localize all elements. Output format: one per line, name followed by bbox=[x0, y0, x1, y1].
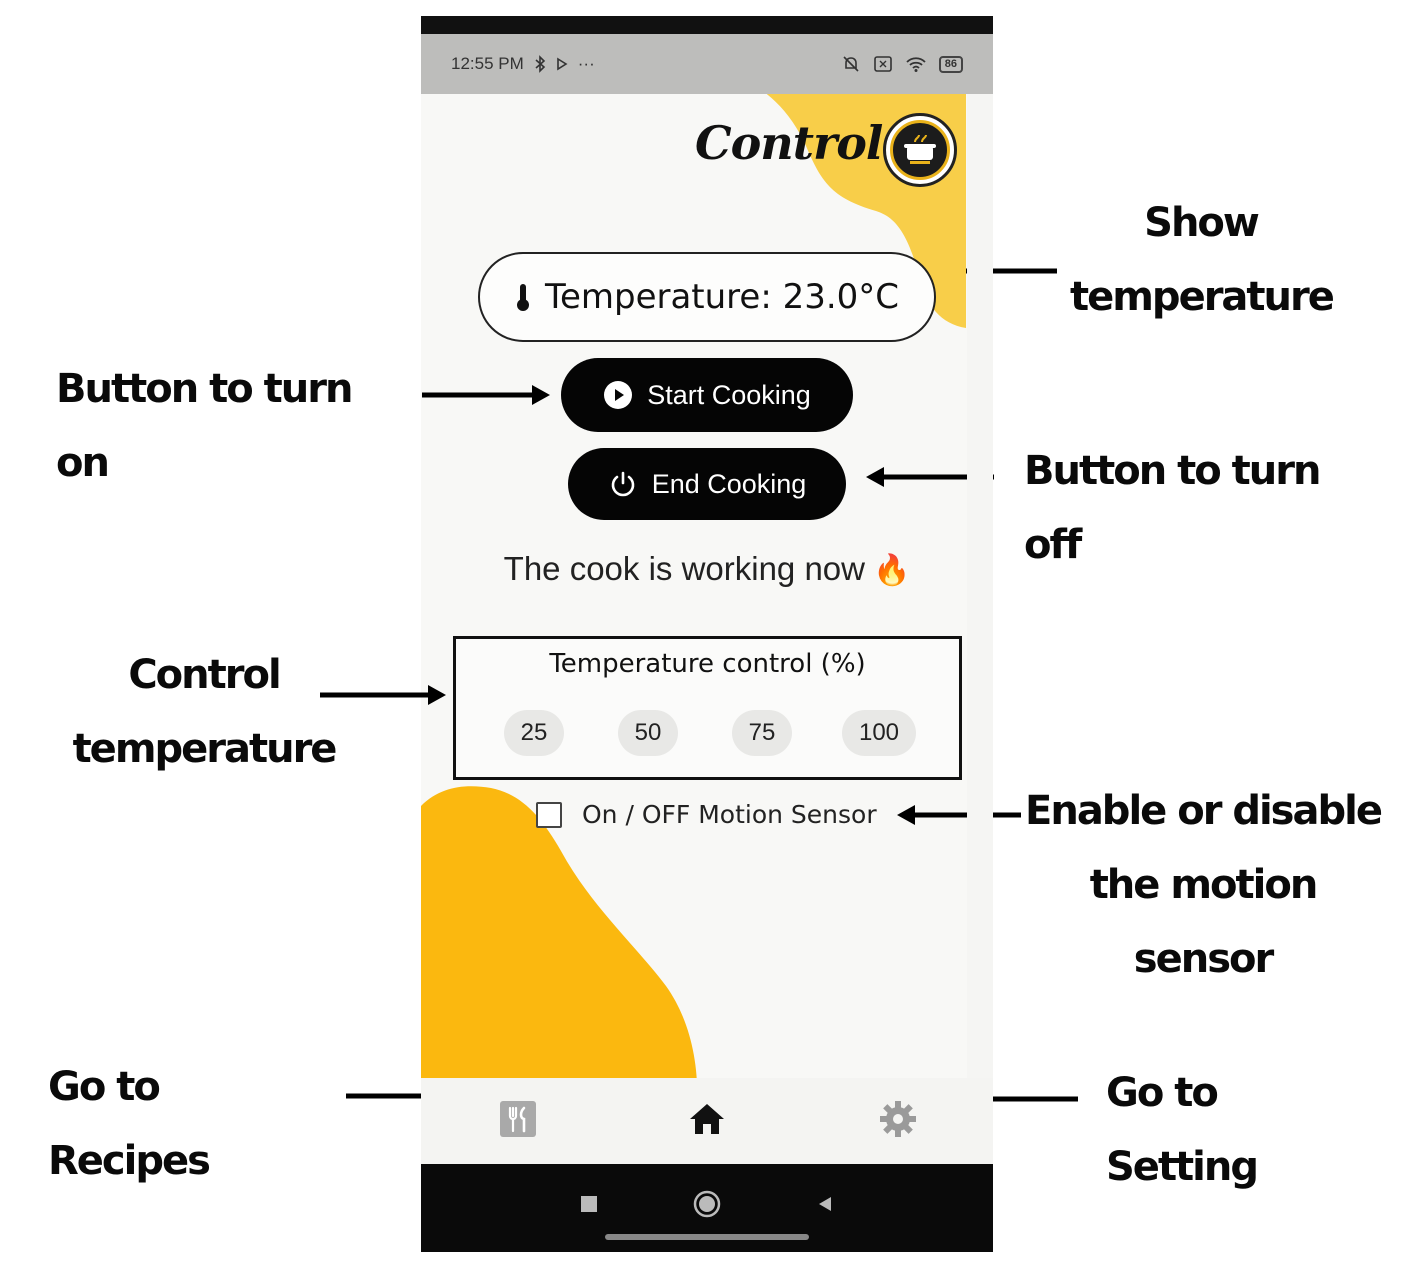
sim-icon bbox=[873, 56, 892, 72]
start-cooking-label: Start Cooking bbox=[647, 379, 811, 410]
motion-sensor-toggle[interactable]: On / OFF Motion Sensor bbox=[536, 800, 877, 829]
control-screen: Control Temperature: 23.0°C Start Cookin… bbox=[421, 16, 993, 1252]
temperature-display: Temperature: 23.0°C bbox=[478, 252, 936, 342]
annotation-show-temperature-line1: Show bbox=[1144, 200, 1260, 246]
annotation-motion-sensor-line2: the motion sensor bbox=[1089, 862, 1319, 982]
annotation-motion-sensor: Enable or disable the motion sensor bbox=[1018, 774, 1388, 996]
annotation-control-temperature: Control temperature bbox=[70, 638, 338, 786]
recents-button[interactable] bbox=[569, 1184, 609, 1224]
annotation-control-temperature-line2: temperature bbox=[72, 726, 338, 772]
play-icon bbox=[604, 381, 633, 409]
battery-icon: 86 bbox=[938, 55, 963, 73]
system-home-button[interactable] bbox=[687, 1184, 727, 1224]
back-icon bbox=[819, 1197, 831, 1211]
end-cooking-label: End Cooking bbox=[651, 468, 807, 499]
annotation-show-temperature: Show temperature bbox=[1070, 186, 1335, 334]
annotation-setting: Go to Setting bbox=[1106, 1070, 1259, 1190]
motion-sensor-checkbox[interactable] bbox=[536, 801, 562, 828]
cook-status: The cook is working now🔥 bbox=[421, 550, 993, 588]
recipes-icon bbox=[500, 1101, 536, 1137]
status-time: 12:55 PM bbox=[451, 54, 524, 73]
nav-recipes-button[interactable] bbox=[493, 1094, 543, 1144]
end-cooking-button[interactable]: End Cooking bbox=[568, 448, 846, 520]
cook-status-text: The cook is working now bbox=[503, 550, 865, 587]
decorative-blob-bottom bbox=[421, 786, 698, 1106]
decorative-blob-top bbox=[683, 34, 966, 328]
level-chip-100[interactable]: 100 bbox=[842, 710, 916, 756]
nav-settings-button[interactable] bbox=[873, 1094, 923, 1144]
play-store-icon bbox=[556, 57, 568, 71]
power-icon bbox=[611, 471, 634, 497]
fire-icon: 🔥 bbox=[872, 554, 911, 587]
level-chip-25[interactable]: 25 bbox=[504, 710, 564, 756]
bottom-navigation bbox=[421, 1078, 993, 1164]
page-title: Control bbox=[695, 116, 883, 170]
gesture-bar bbox=[605, 1234, 809, 1240]
app-logo bbox=[883, 113, 957, 187]
level-chip-75[interactable]: 75 bbox=[732, 710, 792, 756]
recents-icon bbox=[581, 1196, 597, 1212]
annotation-control-temperature-line1: Control bbox=[128, 652, 281, 698]
arrow-to-temperature-control bbox=[320, 685, 446, 705]
annotation-motion-sensor-line1: Enable or disable bbox=[1025, 788, 1383, 834]
arrow-to-start-button bbox=[422, 385, 550, 405]
nav-home-button[interactable] bbox=[682, 1094, 732, 1144]
temperature-control-title: Temperature control (%) bbox=[549, 649, 866, 679]
bluetooth-icon bbox=[535, 55, 545, 73]
home-icon bbox=[690, 1104, 724, 1134]
settings-icon bbox=[880, 1101, 916, 1137]
level-chip-50[interactable]: 50 bbox=[618, 710, 678, 756]
motion-sensor-label: On / OFF Motion Sensor bbox=[582, 800, 877, 829]
annotation-turn-on: Button to turn on bbox=[56, 366, 353, 486]
annotation-show-temperature-line2: temperature bbox=[1070, 274, 1335, 320]
phone-screen: 12:55 PM ··· 86 Control Temperature: 23.… bbox=[421, 16, 993, 1252]
phone-top-bezel bbox=[421, 16, 993, 34]
mute-icon bbox=[843, 56, 859, 72]
back-button[interactable] bbox=[805, 1184, 845, 1224]
status-bar: 12:55 PM ··· 86 bbox=[421, 34, 993, 94]
start-cooking-button[interactable]: Start Cooking bbox=[561, 358, 853, 432]
temperature-label: Temperature: 23.0°C bbox=[544, 277, 900, 317]
thermometer-icon bbox=[516, 284, 529, 311]
system-navigation-bar bbox=[421, 1164, 993, 1252]
temperature-control-panel: Temperature control (%) 25 50 75 100 bbox=[453, 636, 962, 780]
arrow-to-motion-sensor bbox=[897, 805, 1021, 825]
right-edge-strip bbox=[967, 94, 993, 1094]
status-more-icon: ··· bbox=[577, 54, 595, 73]
system-home-icon bbox=[693, 1190, 721, 1218]
wifi-icon bbox=[906, 57, 926, 72]
annotation-turn-off: Button to turn off bbox=[1024, 448, 1321, 568]
cooking-pot-icon bbox=[890, 120, 950, 180]
annotation-recipes: Go to Recipes bbox=[48, 1064, 211, 1184]
